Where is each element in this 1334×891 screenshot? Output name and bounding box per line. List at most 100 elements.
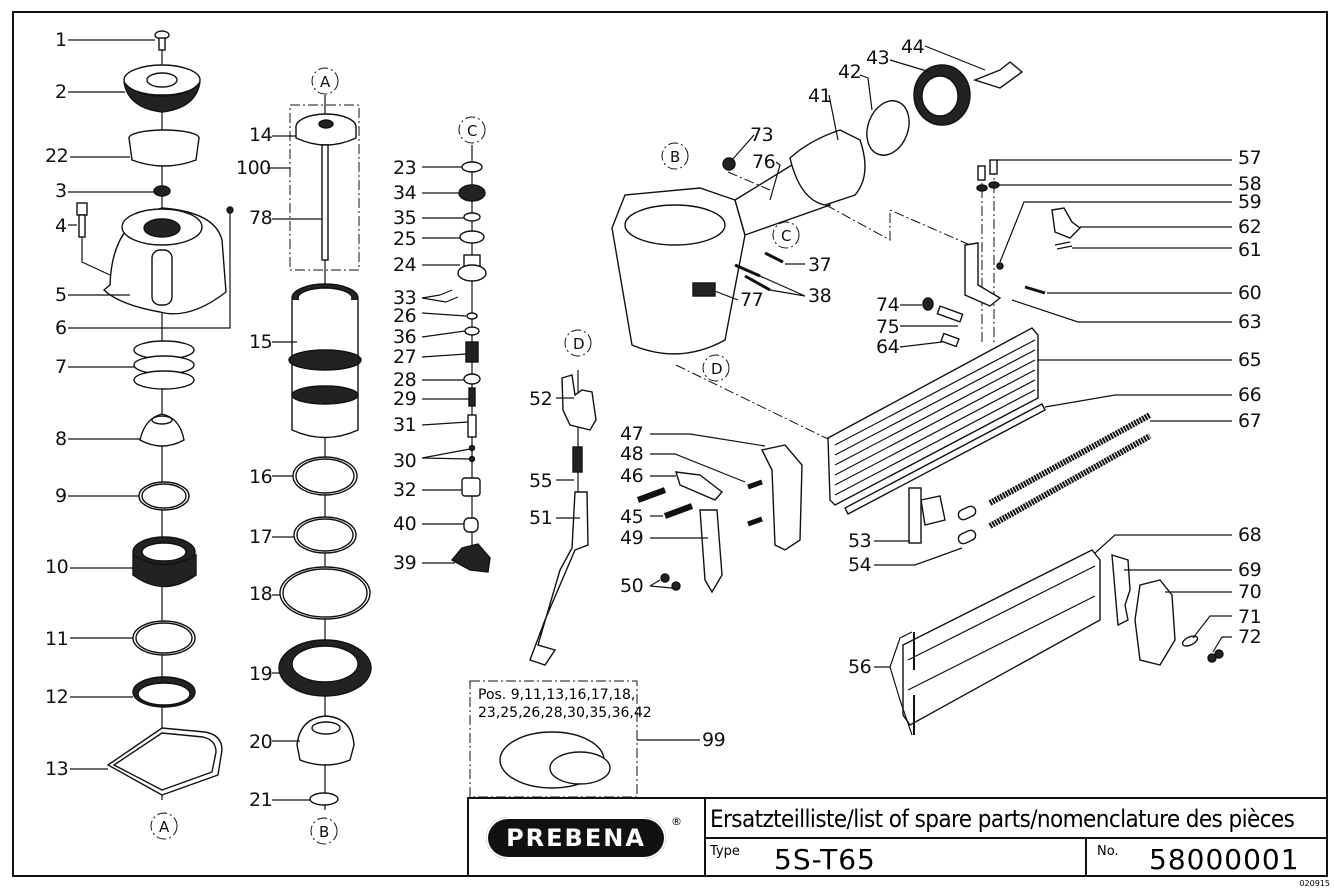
callout-46: 46 [620, 465, 643, 487]
part-26-washer[interactable] [466, 312, 478, 320]
part-5-housing-cover[interactable] [102, 207, 227, 315]
part-17-o-ring[interactable] [293, 516, 357, 554]
part-60-pin[interactable] [1024, 285, 1046, 295]
part-25-o-ring[interactable] [459, 230, 485, 244]
svg-text:B: B [319, 823, 329, 841]
part-65-magazine-rail[interactable] [827, 327, 1039, 506]
part-6-nut[interactable] [226, 206, 234, 214]
part-73-nut[interactable] [722, 157, 736, 171]
callout-35: 35 [393, 207, 416, 229]
part-8-valve-head[interactable] [139, 413, 185, 447]
part-39-trigger[interactable] [450, 543, 491, 573]
part-32-bushing[interactable] [461, 477, 481, 497]
part-14-piston[interactable] [295, 113, 357, 146]
part-7-spring[interactable] [133, 340, 195, 390]
callout-69: 69 [1238, 559, 1261, 581]
trigger-assembly [529, 370, 597, 666]
part-57-screws[interactable] [977, 159, 998, 181]
part-36-washer[interactable] [464, 326, 480, 336]
part-10-seal-seat[interactable] [132, 536, 197, 588]
callout-48: 48 [620, 443, 643, 465]
callout-78: 78 [249, 207, 272, 229]
part-37-pin[interactable] [764, 251, 784, 264]
part-34-valve-seat[interactable] [458, 184, 486, 202]
part-3-washer[interactable] [153, 185, 171, 197]
part-54-rollers[interactable] [957, 505, 978, 546]
part-1-screw[interactable] [154, 30, 170, 51]
part-42-o-ring[interactable] [860, 95, 917, 161]
part-31-stem[interactable] [467, 414, 477, 438]
revision-code: 020915 [1299, 879, 1330, 888]
part-23-o-ring[interactable] [461, 161, 483, 173]
callout-100: 100 [236, 157, 271, 179]
part-59-ball[interactable] [996, 262, 1004, 270]
part-24-valve-body[interactable] [457, 254, 487, 282]
document-title: Ersatzteilliste/list of spare parts/nome… [706, 799, 1328, 839]
part-48-screws[interactable] [747, 479, 763, 527]
part-4-bolt[interactable] [76, 202, 88, 238]
part-49-nose-guide[interactable] [699, 509, 723, 594]
callout-41: 41 [808, 85, 831, 107]
part-45-screws[interactable] [636, 487, 694, 519]
svg-text:D: D [711, 360, 723, 378]
part-13-gasket[interactable] [106, 727, 223, 796]
part-40-spring[interactable] [463, 517, 479, 533]
part-77-housing-body[interactable] [611, 187, 746, 355]
part-43-end-cap[interactable] [913, 64, 971, 126]
part-46-plate[interactable] [675, 471, 724, 501]
part-20-cap[interactable] [296, 715, 355, 766]
callout-5: 5 [55, 284, 67, 306]
part-44-air-fitting[interactable] [972, 61, 1024, 89]
part-53-pusher[interactable] [908, 487, 946, 544]
part-55-spring[interactable] [572, 446, 583, 473]
callout-65: 65 [1238, 349, 1261, 371]
callout-76: 76 [752, 151, 775, 173]
part-75-bolt[interactable] [936, 305, 964, 323]
part-66-rail-strip[interactable] [844, 403, 1046, 515]
callout-63: 63 [1238, 311, 1261, 333]
callout-12: 12 [45, 686, 68, 708]
part-74-washer[interactable] [922, 297, 934, 311]
part-2-top-cap[interactable] [123, 64, 201, 113]
part-15-cylinder[interactable] [288, 283, 362, 439]
part-18-o-ring[interactable] [279, 566, 371, 620]
callout-49: 49 [620, 527, 643, 549]
part-11-o-ring[interactable] [132, 620, 196, 656]
part-19-bumper[interactable] [278, 639, 372, 697]
part-47-nose-plate[interactable] [760, 444, 803, 551]
part-69-plate[interactable] [1111, 554, 1131, 627]
part-27-plunger[interactable] [465, 341, 479, 363]
part-50-screws[interactable] [660, 573, 681, 591]
part-71-link[interactable] [1181, 634, 1199, 648]
part-58-washers[interactable] [976, 181, 1000, 192]
part-62-latch[interactable] [1051, 207, 1082, 239]
part-70-end-cap[interactable] [1134, 579, 1176, 666]
part-64-screw[interactable] [940, 332, 960, 348]
part-61-spring[interactable] [1054, 241, 1073, 250]
part-16-o-ring[interactable] [292, 456, 358, 496]
part-68-magazine-slide[interactable] [902, 549, 1101, 726]
part-21-disc[interactable] [309, 792, 339, 806]
callout-15: 15 [249, 331, 272, 353]
part-51-contact-arm[interactable] [529, 491, 589, 666]
part-9-o-ring[interactable] [138, 481, 190, 511]
part-78-driver-blade[interactable] [321, 144, 329, 261]
part-41-cylinder-head[interactable] [789, 129, 866, 206]
callout-40: 40 [393, 513, 416, 535]
callout-67: 67 [1238, 410, 1261, 432]
part-29-spring[interactable] [468, 387, 476, 407]
svg-text:C: C [781, 227, 791, 245]
registered-mark: ® [671, 815, 682, 828]
part-67-springs[interactable] [988, 412, 1152, 529]
part-12-seal-ring[interactable] [132, 676, 196, 708]
callout-22: 22 [45, 145, 68, 167]
part-72-screws[interactable] [1207, 649, 1224, 663]
part-35-o-ring[interactable] [463, 212, 481, 222]
part-28-o-ring[interactable] [463, 373, 481, 385]
part-52-trigger-bracket[interactable] [561, 374, 597, 431]
part-22-ring[interactable] [128, 129, 200, 167]
part-33-pins[interactable] [439, 289, 459, 303]
callout-54: 54 [848, 554, 872, 576]
part-63-bracket[interactable] [964, 242, 1002, 307]
part-38-pins[interactable] [734, 263, 771, 292]
